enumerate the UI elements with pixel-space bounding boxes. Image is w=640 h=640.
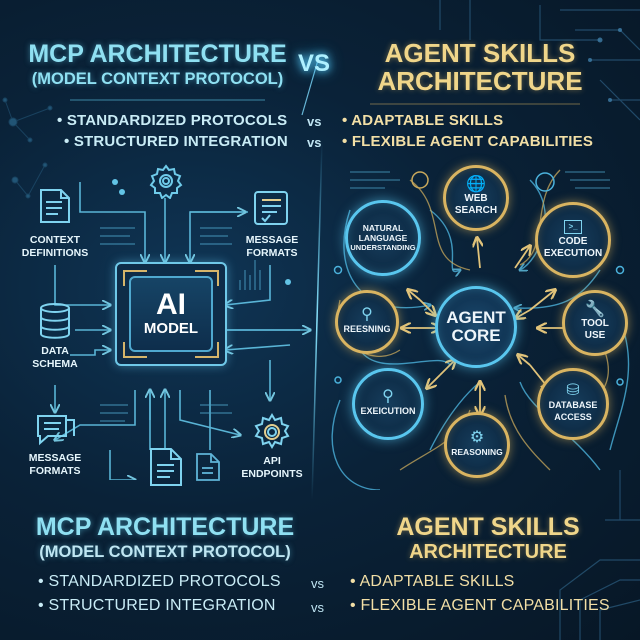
skill-label: DATABASE — [548, 400, 598, 410]
agent-bullet-1: • ADAPTABLE SKILLS — [342, 112, 504, 129]
chip-bracket-tr — [195, 270, 219, 286]
footer-mcp-title: MCP ARCHITECTURE — [35, 513, 295, 541]
vs-row-2: vs — [307, 135, 322, 150]
skill-label: WEB — [464, 193, 488, 204]
footer-agent-title-line2: ARCHITECTURE — [409, 541, 567, 563]
skill-natural-language-understanding[interactable]: NATURAL LANGUAGE UNDERSTANDING — [345, 200, 421, 276]
search-icon: ⚲ — [382, 388, 394, 405]
footer-mcp-bullet-2: • STRUCTURED INTEGRATION — [38, 597, 276, 614]
skill-label: ACCESS — [554, 412, 592, 422]
skill-label: SEARCH — [454, 205, 498, 216]
vs-badge: VS — [298, 50, 331, 77]
skill-execution[interactable]: ⚲ EXEICUTION — [352, 368, 424, 440]
database-icon: ⛁ — [566, 382, 580, 399]
agent-bullet-2: • FLEXIBLE AGENT CAPABILITIES — [342, 133, 594, 150]
footer-mcp-subtitle: (MODEL CONTEXT PROTOCOL) — [39, 543, 291, 561]
agent-core-label-line1: AGENT — [446, 308, 506, 327]
mcp-bullet-2: • STRUCTURED INTEGRATION — [64, 133, 288, 150]
ai-model-inner: AI MODEL — [129, 276, 213, 352]
skill-reesning[interactable]: ⚲ REESNING — [335, 290, 399, 354]
skill-label: CODE — [558, 236, 588, 247]
tools-icon: 🔧 — [585, 301, 605, 318]
ai-model-label-line2: MODEL — [143, 320, 199, 337]
gear-check-icon: ⚙ — [469, 429, 485, 446]
checklist-icon — [254, 191, 288, 225]
terminal-icon: >_ — [564, 220, 582, 234]
footer-mcp-bullet-1: • STANDARDIZED PROTOCOLS — [38, 573, 281, 590]
chip-bracket-tl — [123, 270, 147, 286]
skill-label: EXECUTION — [543, 248, 603, 259]
skill-tool-use[interactable]: 🔧 TOOL USE — [562, 290, 628, 356]
mcp-title: MCP ARCHITECTURE — [28, 40, 287, 68]
footer-agent-title-line1: AGENT SKILLS — [396, 513, 580, 541]
agent-core[interactable]: AGENT CORE — [435, 286, 517, 368]
chat-icon — [37, 415, 75, 446]
skill-web-search[interactable]: 🌐 WEB SEARCH — [443, 165, 509, 231]
api-gear-icon — [254, 413, 290, 449]
agent-core-label-line2: CORE — [451, 326, 501, 345]
skill-label: LANGUAGE — [358, 233, 408, 243]
chip-bracket-br — [195, 342, 219, 358]
ai-model-label-line1: AI — [156, 288, 186, 321]
gear-icon — [149, 164, 183, 199]
database-icon — [40, 303, 70, 339]
document-icon — [150, 448, 182, 486]
document-icon — [196, 453, 220, 481]
agent-connector-lines — [331, 169, 630, 490]
ai-model-chip[interactable]: AI MODEL — [115, 262, 227, 366]
footer-agent-bullet-1: • ADAPTABLE SKILLS — [350, 573, 515, 590]
agent-title-line2: ARCHITECTURE — [377, 66, 583, 96]
footer-vs-row-1: vs — [311, 576, 324, 591]
agent-title-line1: AGENT SKILLS — [384, 38, 576, 68]
mcp-connector-lines — [0, 179, 320, 480]
skill-label: REESNING — [343, 324, 391, 334]
footer-agent-bullet-2: • FLEXIBLE AGENT CAPABILITIES — [350, 597, 610, 614]
search-icon: ⚲ — [361, 306, 373, 323]
skill-label: TOOL — [581, 318, 609, 329]
document-icon — [40, 189, 70, 223]
mcp-subtitle: (MODEL CONTEXT PROTOCOL) — [31, 70, 284, 88]
skill-code-execution[interactable]: >_ CODE EXECUTION — [535, 202, 611, 278]
vs-row-1: vs — [307, 114, 322, 129]
globe-icon: 🌐 — [466, 176, 486, 193]
chip-bracket-bl — [123, 342, 147, 358]
mcp-bullet-1: • STANDARDIZED PROTOCOLS — [57, 112, 288, 129]
skill-reasoning[interactable]: ⚙ REASONING — [444, 412, 510, 478]
skill-database-access[interactable]: ⛁ DATABASE ACCESS — [537, 368, 609, 440]
skill-label: REASONING — [451, 447, 503, 457]
skill-label: EXEICUTION — [360, 406, 416, 416]
skill-label: USE — [584, 330, 606, 341]
skill-label: UNDERSTANDING — [350, 243, 416, 252]
footer-vs-row-2: vs — [311, 600, 324, 615]
skill-label: NATURAL — [362, 223, 404, 233]
